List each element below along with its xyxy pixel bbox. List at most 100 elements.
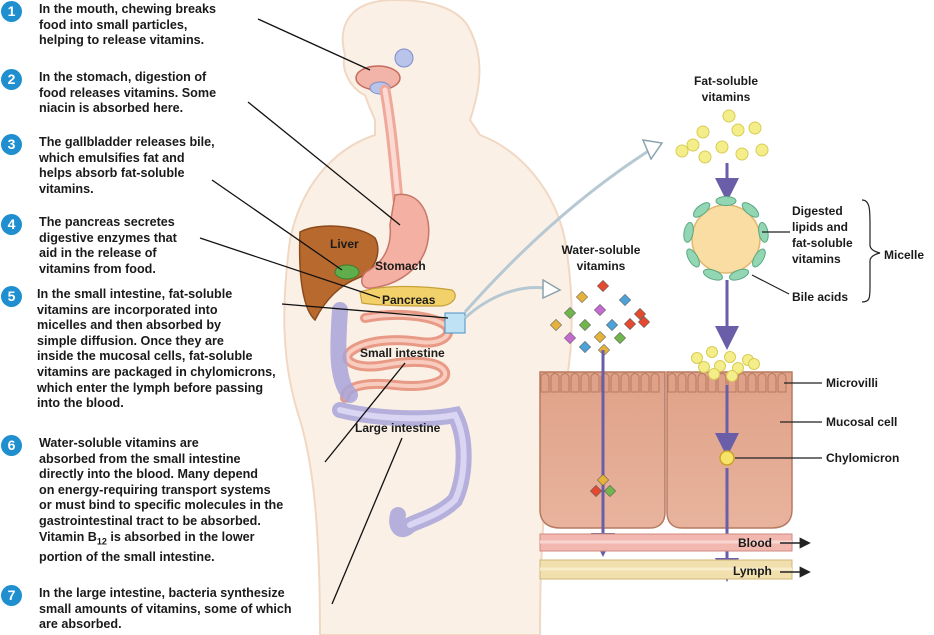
small-intestine-label: Small intestine [360,346,445,360]
bile-acid [683,222,694,243]
bile-acid [741,202,760,218]
bile-acid [692,202,711,218]
microvillus [550,373,560,393]
water-soluble-vitamin-diamonds [549,279,651,357]
water-soluble-diamond [613,331,627,345]
microvilli [540,373,787,393]
chylomicron-label: Chylomicron [826,451,899,465]
fat-soluble-dot [696,125,710,139]
water-soluble-diamond [563,331,577,345]
microvillus [757,373,767,393]
mucosal-cells [539,371,793,529]
step-badge-1: 1 [1,1,22,22]
digested-label-1: Digested [792,204,843,218]
micelle-bracket [861,199,881,303]
fat-soluble-dot [735,147,749,161]
water-soluble-diamond [603,484,617,498]
fat-soluble-dot [755,143,769,157]
stomach-label: Stomach [375,259,426,273]
step-badge-6: 6 [1,435,22,456]
step-badge-3: 3 [1,134,22,155]
stomach [361,193,430,289]
fat-soluble-dot [698,361,710,373]
water-soluble-label-1: Water-soluble [562,243,641,257]
step-text-6: Water-soluble vitamins are absorbed from… [39,436,283,565]
microvilli-label: Microvilli [826,376,878,390]
step-text-6-sub: 12 [96,536,107,547]
water-soluble-diamond [578,318,592,332]
step-text-3: The gallbladder releases bile, which emu… [39,135,215,196]
fat-soluble-dot [748,358,760,370]
microvillus [570,373,580,393]
step-text-5: In the small intestine, fat-soluble vita… [37,287,276,411]
chylomicron [719,450,735,466]
step-text-6-end: is absorbed in the lower portion of the … [39,529,255,564]
blood-label: Blood [738,536,772,550]
fat-soluble-dot [715,140,729,154]
fat-soluble-dot [708,368,720,380]
fat-soluble-dot [731,123,745,137]
dots-on-microvilli [691,346,760,382]
water-soluble-diamond [633,307,647,321]
step-text-6-main: Water-soluble vitamins are absorbed from… [39,436,284,544]
arrow-to-fat-soluble [463,148,651,313]
fat-soluble-label-1: Fat-soluble [694,74,758,88]
water-soluble-diamond [589,484,603,498]
callout-lines [199,18,449,605]
water-soluble-diamond [623,317,637,331]
microvillus [777,373,787,393]
microvillus [687,373,697,393]
micelle [683,196,769,281]
step-text-2: In the stomach, digestion of food releas… [39,70,217,116]
microvillus [737,373,747,393]
bile-acid [752,248,766,268]
digested-label-3: fat-soluble [792,236,853,250]
water-soluble-diamond [575,290,589,304]
gallbladder [334,264,360,280]
fat-soluble-vitamin-dots [675,109,769,164]
microvillus [580,373,590,393]
step-text-4: The pancreas secretes digestive enzymes … [39,215,177,276]
magnify-box [444,312,466,334]
microvillus [667,373,677,393]
bile-acid [715,196,737,206]
lymph-label: Lymph [733,564,772,578]
step-text-1: In the mouth, chewing breaks food into s… [39,2,217,48]
liver-label: Liver [330,237,359,251]
fat-soluble-label-2: vitamins [702,90,751,104]
fat-soluble-dot [675,144,689,158]
microvillus [610,373,620,393]
microvillus [540,373,550,393]
microvillus [590,373,600,393]
water-soluble-in-cell [589,473,617,498]
microvillus [630,373,640,393]
fat-soluble-dot [691,352,703,364]
fat-soluble-dot [726,370,738,382]
step-badge-4: 4 [1,214,22,235]
microvillus [767,373,777,393]
microvillus [747,373,757,393]
bile-acid [686,248,700,268]
digested-label-2: lipids and [792,220,848,234]
step-badge-2: 2 [1,69,22,90]
fat-soluble-dot [722,109,736,123]
fat-soluble-dot [706,346,718,358]
fat-soluble-dot [686,138,700,152]
bile-acid [702,268,724,281]
water-soluble-diamond [549,318,563,332]
fat-soluble-dot [732,362,744,374]
micelle-label: Micelle [884,248,924,262]
water-soluble-diamond [596,473,610,487]
water-soluble-diamond [596,279,610,293]
water-soluble-diamond [605,318,619,332]
step-text-7: In the large intestine, bacteria synthes… [39,586,292,632]
microvillus [677,373,687,393]
microvillus [640,373,650,393]
pancreas-label: Pancreas [382,293,436,307]
mucosal-cell-label: Mucosal cell [826,415,897,429]
water-soluble-diamond [593,303,607,317]
step-badge-5: 5 [1,286,22,307]
water-soluble-diamond [618,293,632,307]
water-soluble-diamond [578,340,592,354]
